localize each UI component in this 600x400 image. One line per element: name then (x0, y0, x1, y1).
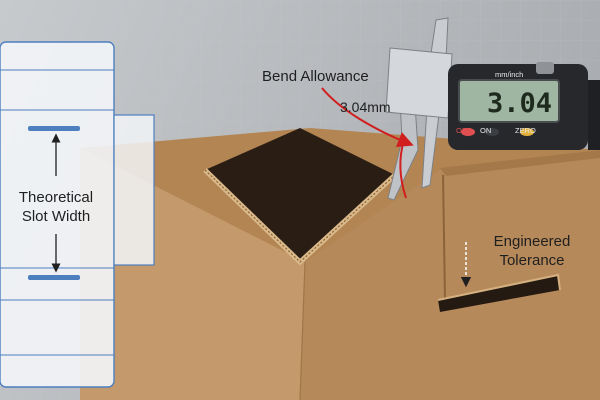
bend-allowance-arrow (321, 87, 414, 147)
caliper-lcd (458, 79, 560, 123)
box-side-face (300, 150, 600, 400)
on-button-label: ON (480, 126, 492, 135)
engineered-line-2: Tolerance (499, 252, 565, 269)
theoretical-line-2: Slot Width (21, 208, 91, 225)
cardboard-box (80, 128, 600, 400)
measurement-label: 3.04mm (340, 99, 391, 115)
corrugated-flutes (204, 169, 396, 263)
engineered-tolerance-label: Engineered Tolerance (477, 232, 587, 270)
blueprint-dieline (0, 41, 155, 388)
slot-top-mark (28, 126, 80, 131)
box-v-cut (205, 128, 395, 262)
zero-button-label: ZERO (515, 126, 536, 135)
box-slot (438, 275, 560, 312)
on-button (485, 128, 499, 136)
box-corner-edge (299, 261, 306, 400)
flap-fold-line (442, 174, 446, 301)
slot-bottom-mark (28, 275, 80, 280)
caliper-display-value: 3.04 (486, 88, 552, 119)
theoretical-slot-width-label: Theoretical Slot Width (6, 188, 106, 226)
off-button (461, 128, 475, 136)
box-flap-edge (440, 150, 600, 176)
caliper-unit-label: mm/inch (495, 70, 524, 79)
digital-caliper (385, 17, 600, 201)
bend-highlight (399, 139, 407, 199)
slot-edge (437, 273, 561, 301)
theoretical-line-1: Theoretical (18, 189, 94, 206)
zero-button (520, 128, 534, 136)
bend-allowance-label: Bend Allowance (262, 68, 369, 85)
engineered-line-1: Engineered (493, 233, 571, 250)
off-button-label: OFF (456, 126, 471, 135)
